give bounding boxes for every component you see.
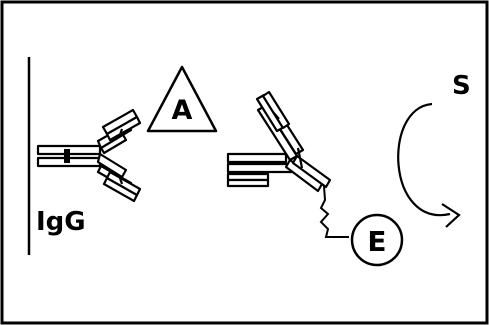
label-substrate: S [452,71,471,101]
label-enzyme: E [367,225,386,258]
label-antibody: IgG [36,207,86,237]
antigen-triangle-icon [146,65,218,133]
enzyme-circle-icon [350,213,404,267]
detection-antibody-icon [226,90,332,193]
capture-antibody-icon [36,108,142,203]
linker-chain [319,185,349,238]
label-antigen: A [172,95,193,126]
arrowhead-icon [441,203,461,228]
substrate-arrow-icon [397,102,451,217]
